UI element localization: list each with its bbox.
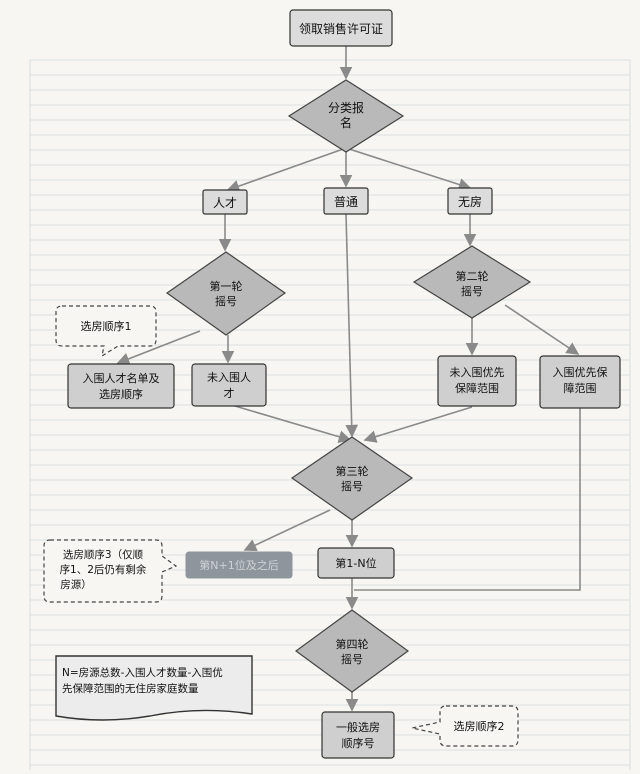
callout-order1: 选房顺序1 (55, 305, 157, 358)
start-label: 领取销售许可证 (299, 21, 383, 36)
general-order-label-1: 一般选房 (336, 721, 380, 734)
grid-background (29, 59, 631, 770)
round2-label-1: 第二轮 (456, 269, 489, 283)
talent-not-selected-box: 未入围人 才 (191, 363, 267, 407)
classify-label-2: 名 (340, 115, 352, 130)
callout-order1-label: 选房顺序1 (81, 319, 132, 333)
branch-nohouse-label: 无房 (458, 194, 482, 209)
classify-diamond: 分类报 名 (287, 79, 405, 153)
first-to-nth-label: 第1-N位 (335, 556, 376, 570)
callout-order3-label-3: 房源） (60, 578, 92, 591)
branch-talent-box: 人才 (202, 189, 248, 215)
priority-selected-label-1: 入围优先保 (553, 365, 608, 379)
callout-order2: 选房顺序2 (411, 705, 519, 747)
priority-selected-box: 入围优先保 障范围 (539, 355, 621, 409)
first-to-nth-box: 第1-N位 (317, 547, 395, 579)
connectors (116, 46, 581, 712)
priority-selected-label-2: 障范围 (564, 381, 597, 395)
round2-diamond: 第二轮 摇号 (412, 245, 532, 319)
callout-order3-label-2: 序1、2后仍有剩余 (60, 563, 147, 576)
round3-label-1: 第三轮 (336, 464, 369, 478)
general-order-box: 一般选房 顺序号 (321, 711, 395, 759)
priority-not-selected-label-1: 未入围优先 (450, 366, 505, 379)
talent-selected-label-2: 选房顺序 (99, 387, 143, 401)
callout-order3-label-1: 选房顺序3（仅顺 (63, 548, 144, 561)
after-nth-label: 第N+1位及之后 (199, 558, 278, 572)
branch-general-label: 普通 (334, 195, 358, 209)
callout-order2-label: 选房顺序2 (454, 719, 505, 733)
talent-not-selected-label-2: 才 (224, 386, 235, 400)
round1-label-2: 摇号 (215, 294, 237, 308)
callout-order3: 选房顺序3（仅顺 序1、2后仍有剩余 房源） (43, 539, 178, 603)
branch-nohouse-box: 无房 (447, 187, 493, 215)
formula-note-line-2: 先保障范围的无住房家庭数量 (62, 682, 199, 695)
talent-selected-label-1: 入围人才名单及 (83, 371, 160, 385)
round3-diamond: 第三轮 摇号 (290, 436, 414, 521)
classify-label-1: 分类报 (328, 100, 364, 115)
after-nth-box: 第N+1位及之后 (185, 551, 293, 579)
talent-selected-box: 入围人才名单及 选房顺序 (67, 363, 175, 409)
general-order-label-2: 顺序号 (342, 736, 375, 750)
priority-not-selected-label-2: 保障范围 (455, 381, 499, 395)
priority-not-selected-box: 未入围优先 保障范围 (437, 355, 517, 407)
formula-note-line-1: N=房源总数-入围人才数量-入围优 (62, 666, 223, 679)
talent-not-selected-label-1: 未入围人 (207, 371, 251, 384)
branch-general-box: 普通 (323, 187, 369, 215)
round1-label-1: 第一轮 (210, 279, 243, 293)
round4-label-1: 第四轮 (336, 637, 369, 651)
formula-note: N=房源总数-入围人才数量-入围优 先保障范围的无住房家庭数量 (55, 655, 253, 721)
round4-label-2: 摇号 (341, 652, 363, 666)
round1-diamond: 第一轮 摇号 (165, 251, 287, 336)
branch-talent-label: 人才 (213, 196, 237, 210)
round2-label-2: 摇号 (461, 284, 483, 298)
start-box: 领取销售许可证 (289, 9, 393, 47)
round4-diamond: 第四轮 摇号 (294, 609, 410, 693)
round3-label-2: 摇号 (341, 479, 363, 493)
